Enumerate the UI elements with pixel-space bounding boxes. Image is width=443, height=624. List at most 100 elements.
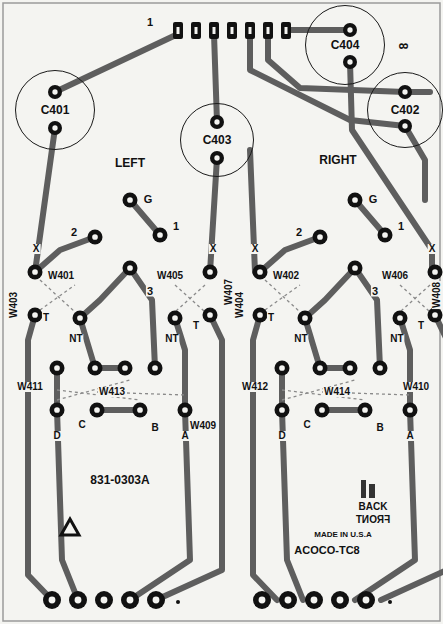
- copper-trace: [35, 237, 95, 272]
- silkscreen-label: W404: [235, 291, 245, 319]
- silkscreen-label: NT: [389, 334, 404, 344]
- pad-hole: [259, 597, 266, 604]
- solder-pad: [343, 55, 357, 69]
- pin-dot: [388, 600, 392, 604]
- pad-hole: [257, 269, 263, 275]
- copper-trace: [400, 318, 410, 410]
- silkscreen-label: X: [32, 244, 41, 254]
- silkscreen-label: NT: [293, 334, 308, 344]
- silkscreen-label: W406: [381, 271, 409, 281]
- pad-hole: [52, 89, 57, 94]
- copper-trace: [175, 318, 185, 410]
- silkscreen-label: C: [77, 420, 86, 430]
- copper-trace: [355, 268, 380, 368]
- pad-layer: [28, 22, 443, 609]
- copper-trace: [355, 410, 415, 600]
- pad-hole: [127, 197, 133, 203]
- copper-trace: [260, 237, 320, 272]
- board-edge: [3, 3, 440, 621]
- copper-trace: [130, 410, 190, 600]
- silkscreen-label: T: [417, 321, 425, 331]
- silkscreen-label: W403: [9, 291, 19, 319]
- solder-pad: [147, 591, 165, 609]
- solder-pad: [118, 361, 133, 376]
- pad-hole: [54, 365, 60, 371]
- silkscreen-label: 2: [70, 227, 78, 238]
- silkscreen-label: D: [277, 431, 286, 441]
- solder-pad: [50, 403, 65, 418]
- edge-pad: [245, 22, 255, 39]
- solder-pad: [393, 311, 408, 326]
- solder-pad: [253, 308, 268, 323]
- pad-hole: [207, 269, 213, 275]
- part-name: C402: [389, 104, 422, 116]
- copper-trace: [405, 126, 425, 200]
- edge-pad: [227, 22, 237, 39]
- pad-hole: [92, 365, 98, 371]
- solder-pad: [253, 265, 268, 280]
- silkscreen-label: X: [209, 244, 218, 254]
- edge-pad: [173, 22, 183, 39]
- silkscreen-label: 2: [295, 227, 303, 238]
- silkscreen-label: G: [368, 194, 379, 205]
- pad-hole: [337, 597, 344, 604]
- copper-trace: [55, 34, 178, 92]
- silkscreen-label: G: [143, 194, 154, 205]
- solder-pad: [95, 591, 113, 609]
- silkscreen-label: 831-0303A: [89, 474, 150, 486]
- solder-pad: [153, 228, 168, 243]
- solder-pad: [73, 311, 88, 326]
- jumper-wire: [400, 285, 430, 312]
- pad-hole: [319, 407, 325, 413]
- pad-hole: [267, 27, 270, 34]
- solder-pad: [398, 119, 412, 133]
- solder-pad: [357, 591, 375, 609]
- pad-hole: [77, 315, 83, 321]
- silkscreen-label: ACOCO-TC8: [293, 545, 360, 556]
- pad-hole: [432, 312, 438, 318]
- silkscreen-label: LEFT: [114, 157, 146, 169]
- pad-hole: [382, 232, 388, 238]
- capacitor-circle: C403: [180, 103, 254, 177]
- pad-hole: [363, 597, 370, 604]
- solder-pad: [133, 403, 148, 418]
- solder-pad: [313, 361, 328, 376]
- connector-pin-number: 1: [146, 17, 154, 28]
- silkscreen-label: X: [251, 244, 260, 254]
- copper-trace: [350, 62, 432, 272]
- copper-trace: [250, 34, 405, 126]
- silkscreen-label: D: [52, 431, 61, 441]
- solder-pad: [48, 85, 62, 99]
- silkscreen-label: T: [267, 313, 275, 323]
- pad-hole: [402, 89, 407, 94]
- solder-pad: [123, 193, 138, 208]
- silkscreen-label: B: [150, 423, 159, 433]
- pad-hole: [214, 155, 219, 160]
- copper-trace: [214, 34, 217, 122]
- edge-pad: [263, 22, 273, 39]
- solder-pad: [305, 591, 323, 609]
- pad-hole: [347, 59, 352, 64]
- pin-number: 8: [397, 42, 409, 51]
- pad-hole: [32, 269, 38, 275]
- copper-trace: [28, 315, 52, 600]
- logo-mark: [361, 480, 375, 498]
- silkscreen-label: NT: [164, 334, 179, 344]
- pad-hole: [177, 27, 180, 34]
- pad-hole: [311, 597, 318, 604]
- jumper-wire: [40, 280, 75, 312]
- pad-hole: [347, 27, 352, 32]
- silkscreen-label: T: [192, 321, 200, 331]
- solder-pad: [348, 261, 363, 276]
- edge-pad: [191, 22, 201, 39]
- pad-hole: [279, 365, 285, 371]
- silkscreen-label: X: [428, 244, 437, 254]
- pad-hole: [122, 365, 128, 371]
- jumper-layer: [40, 280, 430, 400]
- solder-pad: [398, 85, 412, 99]
- silkscreen-label: W413: [98, 387, 126, 397]
- silkscreen-label: 3: [371, 286, 379, 297]
- jumper-wire: [265, 280, 300, 312]
- silkscreen-label: 1: [172, 221, 180, 232]
